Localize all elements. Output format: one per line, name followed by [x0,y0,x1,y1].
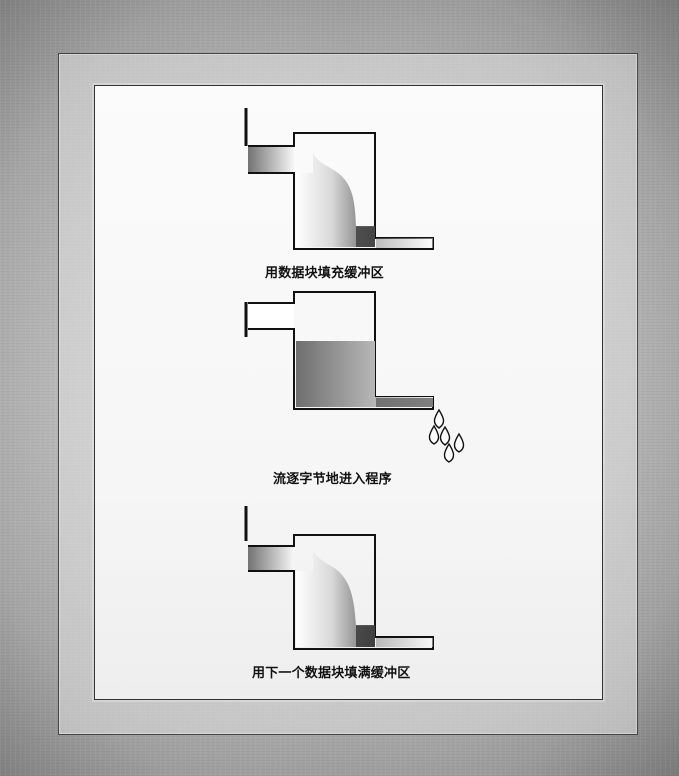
caption-refill-buffer: 用下一个数据块填满缓冲区 [252,666,411,681]
drop-icon [443,442,455,463]
buffer-stage-fill [244,108,434,250]
buffer-stage-stream [244,291,465,463]
caption-stream-enters: 流逐字节地进入程序 [273,472,392,487]
drop-group [428,408,465,463]
drop-icon [428,424,440,445]
drop-icon [453,432,465,453]
buffer-stage-refill [244,506,434,650]
drop-icon [439,425,451,446]
drop-icon [433,408,445,429]
caption-fill-buffer: 用数据块填充缓冲区 [265,266,384,281]
